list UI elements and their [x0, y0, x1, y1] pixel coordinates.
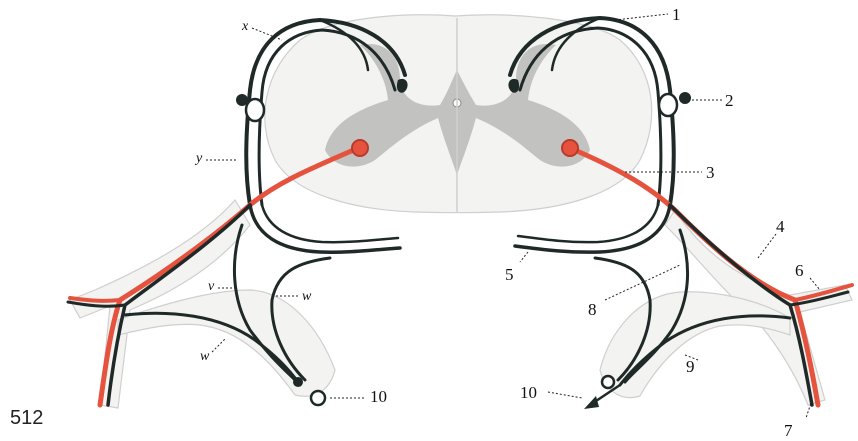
right-motor-neuron: [562, 140, 578, 156]
label-8: 8: [588, 300, 597, 319]
leader-1: [615, 14, 668, 20]
label-w-upper: w: [302, 289, 312, 304]
label-v: v: [208, 279, 215, 294]
label-4: 4: [776, 217, 785, 236]
leader-w-lower: [212, 338, 226, 352]
left-spinal-ganglion: [246, 99, 264, 121]
leader-6: [810, 278, 820, 290]
label-2: 2: [725, 91, 734, 110]
label-1: 1: [672, 5, 681, 24]
label-7: 7: [784, 421, 793, 440]
label-5: 5: [505, 265, 514, 284]
right-ganglion-cell: [679, 92, 691, 104]
leader-4: [758, 234, 776, 258]
figure-number: 512: [10, 407, 43, 429]
label-9: 9: [686, 357, 695, 376]
label-6: 6: [795, 261, 804, 280]
right-ventral-loop: [515, 205, 670, 252]
label-3: 3: [706, 163, 715, 182]
left-ventral-loop-inner: [262, 205, 398, 242]
left-visceral-ganglion: [311, 391, 325, 405]
label-x: x: [241, 19, 249, 34]
left-ventral-loop: [250, 205, 400, 252]
leader-5: [520, 252, 528, 262]
label-10-right: 10: [520, 383, 537, 402]
label-w-lower: w: [200, 349, 210, 364]
left-visceral-cell: [293, 377, 303, 387]
label-y: y: [194, 151, 203, 166]
right-spinal-ganglion: [659, 94, 677, 116]
left-ganglion-cell: [236, 94, 248, 106]
right-visceral-ganglion: [602, 376, 614, 388]
left-motor-neuron: [352, 140, 368, 156]
right-efferent-arrowhead: [584, 396, 599, 409]
label-10-left: 10: [370, 387, 387, 406]
spinal-cord-cross-section: [265, 15, 652, 213]
nerve-sheaths: [70, 200, 852, 408]
right-ventral-loop-inner: [518, 205, 658, 242]
right-plexus-sheath: [600, 292, 790, 398]
leader-10-right: [548, 392, 582, 398]
